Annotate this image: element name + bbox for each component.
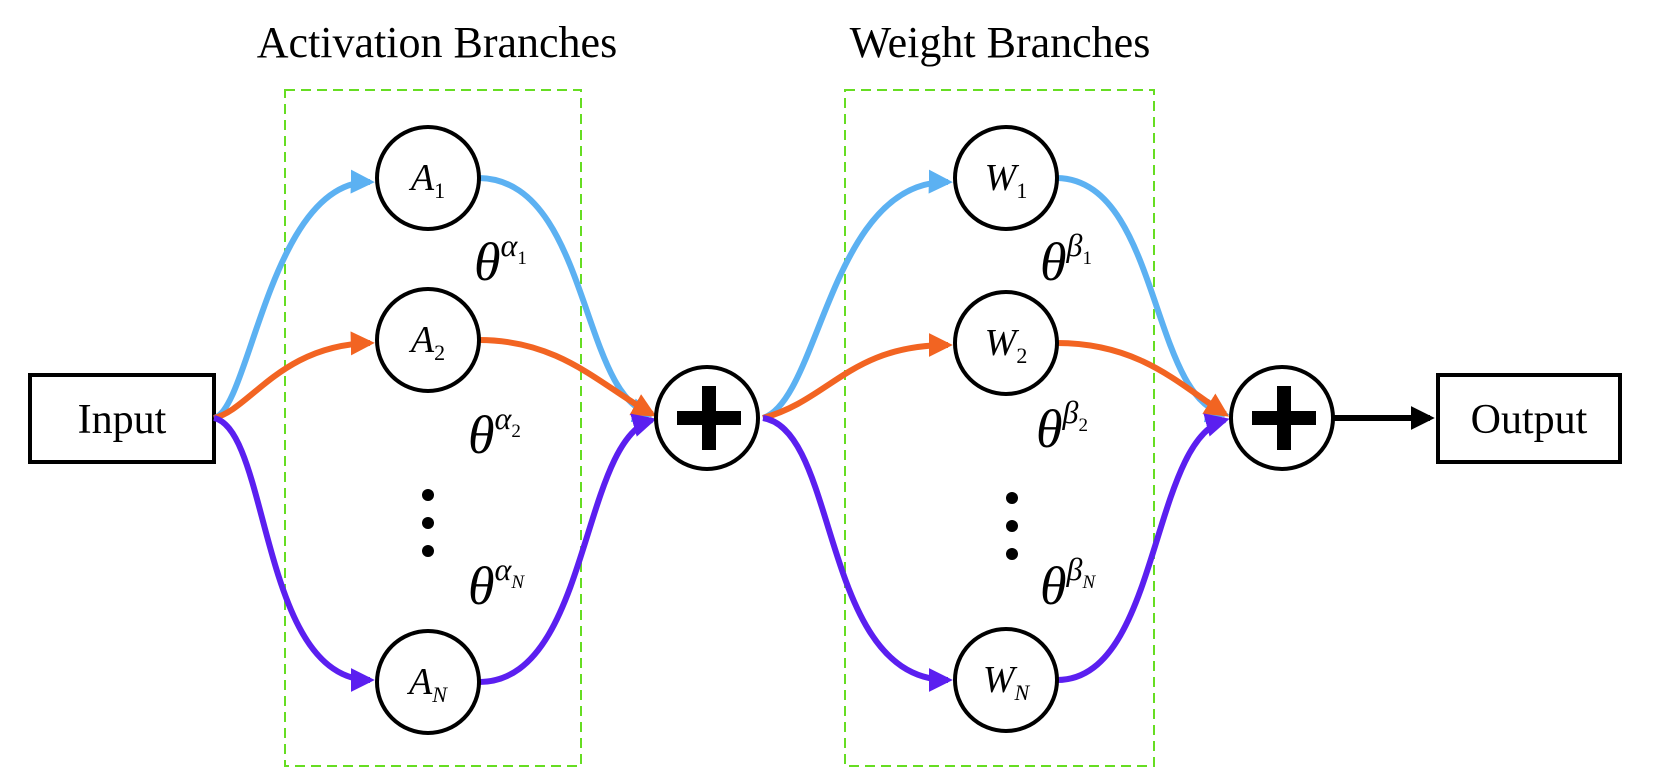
activation-node-1-subscript: 1 xyxy=(434,178,445,203)
weight-node-1-letter: W xyxy=(985,157,1020,199)
theta-alpha-n-label: θαN xyxy=(468,551,525,616)
edge-a2-to-sum1 xyxy=(478,337,657,417)
svg-text:WN: WN xyxy=(983,659,1031,705)
theta-beta-2-label: θβ2 xyxy=(1036,394,1088,459)
theta-symbol: θ xyxy=(468,556,495,616)
edge-w2-to-sum2 xyxy=(1056,340,1230,417)
input-label: Input xyxy=(78,397,167,443)
svg-text:θα2: θα2 xyxy=(468,400,521,465)
alpha-subscript: 1 xyxy=(517,248,527,269)
edge-input-to-an xyxy=(212,415,375,692)
alpha-subscript: 2 xyxy=(511,421,521,442)
activation-node-1-letter: A xyxy=(408,157,435,199)
edge-sum1-to-w1 xyxy=(761,169,953,421)
weight-node-2-subscript: 2 xyxy=(1016,343,1027,368)
svg-text:θα1: θα1 xyxy=(474,227,527,292)
activation-ellipsis-dots xyxy=(422,489,434,557)
input-box xyxy=(28,373,216,464)
beta-subscript: N xyxy=(1081,572,1096,593)
weight-node-1-subscript: 1 xyxy=(1016,178,1027,203)
activation-node-1: A1 xyxy=(375,125,481,231)
svg-text:θβ2: θβ2 xyxy=(1036,394,1088,459)
activation-node-n-subscript: N xyxy=(431,682,448,707)
edge-an-to-sum1 xyxy=(478,413,657,685)
beta-subscript: 1 xyxy=(1082,248,1092,269)
theta-symbol: θ xyxy=(1036,399,1063,459)
alpha-subscript: N xyxy=(510,572,525,593)
theta-symbol: θ xyxy=(468,405,495,465)
edge-wn-to-sum2 xyxy=(1056,413,1230,683)
activation-node-2-subscript: 2 xyxy=(434,340,445,365)
svg-text:A2: A2 xyxy=(408,319,445,365)
sum-node-1 xyxy=(654,365,760,471)
output-label: Output xyxy=(1471,397,1588,443)
svg-text:θβ1: θβ1 xyxy=(1040,227,1092,292)
beta-subscript: 2 xyxy=(1078,415,1088,436)
plus-icon-horizontal xyxy=(677,411,741,425)
weight-branches-group xyxy=(844,89,1155,767)
alpha-superscript: α xyxy=(495,551,513,587)
theta-alpha-2-label: θα2 xyxy=(468,400,521,465)
edge-sum1-to-wn xyxy=(762,415,953,692)
svg-text:θαN: θαN xyxy=(468,551,525,616)
edge-input-to-a2 xyxy=(213,331,375,421)
weight-ellipsis-dots xyxy=(1006,492,1018,560)
svg-text:W1: W1 xyxy=(985,157,1028,203)
weight-node-n: WN xyxy=(953,627,1059,733)
activation-node-2-letter: A xyxy=(408,319,435,361)
theta-alpha-1-label: θα1 xyxy=(474,227,527,292)
theta-symbol: θ xyxy=(1040,556,1067,616)
activation-node-2: A2 xyxy=(375,287,481,393)
theta-beta-n-label: θβN xyxy=(1040,551,1096,616)
activation-node-n: AN xyxy=(375,629,481,735)
edge-sum1-to-w2 xyxy=(762,333,953,421)
svg-text:A1: A1 xyxy=(408,157,445,203)
weight-node-n-subscript: N xyxy=(1013,680,1030,705)
theta-symbol: θ xyxy=(1040,232,1067,292)
alpha-superscript: α xyxy=(495,400,513,436)
output-box xyxy=(1436,373,1622,464)
weight-branches-title: Weight Branches xyxy=(850,18,1151,67)
edge-w1-to-sum2 xyxy=(1056,175,1230,423)
edge-input-to-a1 xyxy=(212,169,375,421)
weight-node-n-letter: W xyxy=(983,659,1018,701)
sum-node-2 xyxy=(1229,365,1335,471)
beta-superscript: β xyxy=(1062,394,1079,430)
svg-text:θβN: θβN xyxy=(1040,551,1096,616)
activation-node-n-letter: A xyxy=(406,661,433,703)
edge-a1-to-sum1 xyxy=(478,175,657,423)
activation-branches-title: Activation Branches xyxy=(257,18,617,67)
activation-branches-group xyxy=(284,89,582,767)
beta-superscript: β xyxy=(1066,551,1083,587)
weight-node-2-letter: W xyxy=(985,322,1020,364)
theta-beta-1-label: θβ1 xyxy=(1040,227,1092,292)
svg-text:W2: W2 xyxy=(985,322,1028,368)
weight-node-2: W2 xyxy=(953,290,1059,396)
beta-superscript: β xyxy=(1066,227,1083,263)
theta-symbol: θ xyxy=(474,232,501,292)
svg-text:AN: AN xyxy=(406,661,448,707)
plus-icon-horizontal xyxy=(1252,411,1316,425)
alpha-superscript: α xyxy=(501,227,519,263)
weight-node-1: W1 xyxy=(953,125,1059,231)
